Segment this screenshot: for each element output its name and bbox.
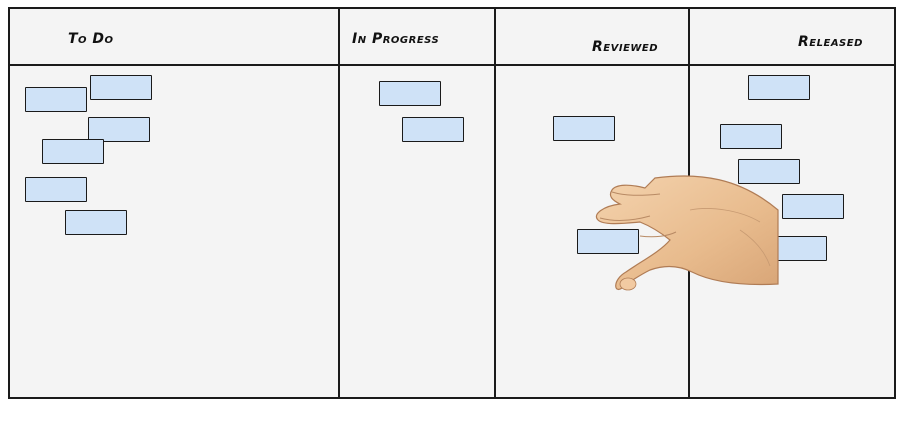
card-to-do[interactable]	[25, 87, 87, 112]
card-in-progress[interactable]	[402, 117, 464, 142]
column-title-released: Released	[798, 34, 863, 50]
header-divider	[10, 64, 894, 66]
card-released[interactable]	[782, 194, 844, 219]
card-in-progress[interactable]	[379, 81, 441, 106]
card-reviewed[interactable]	[553, 116, 615, 141]
column-title-reviewed: Reviewed	[592, 39, 658, 55]
kanban-board: To Do In Progress Reviewed Released	[8, 7, 896, 399]
column-divider	[494, 9, 496, 397]
card-to-do[interactable]	[65, 210, 127, 235]
column-title-to-do: To Do	[68, 31, 114, 47]
column-divider	[338, 9, 340, 397]
card-released[interactable]	[720, 124, 782, 149]
card-to-do[interactable]	[42, 139, 104, 164]
column-title-in-progress: In Progress	[352, 31, 439, 47]
column-divider	[688, 9, 690, 397]
card-to-do[interactable]	[25, 177, 87, 202]
card-released[interactable]	[748, 75, 810, 100]
card-to-do[interactable]	[90, 75, 152, 100]
card-reviewed-held[interactable]	[577, 229, 639, 254]
card-released[interactable]	[738, 159, 800, 184]
card-released[interactable]	[765, 236, 827, 261]
